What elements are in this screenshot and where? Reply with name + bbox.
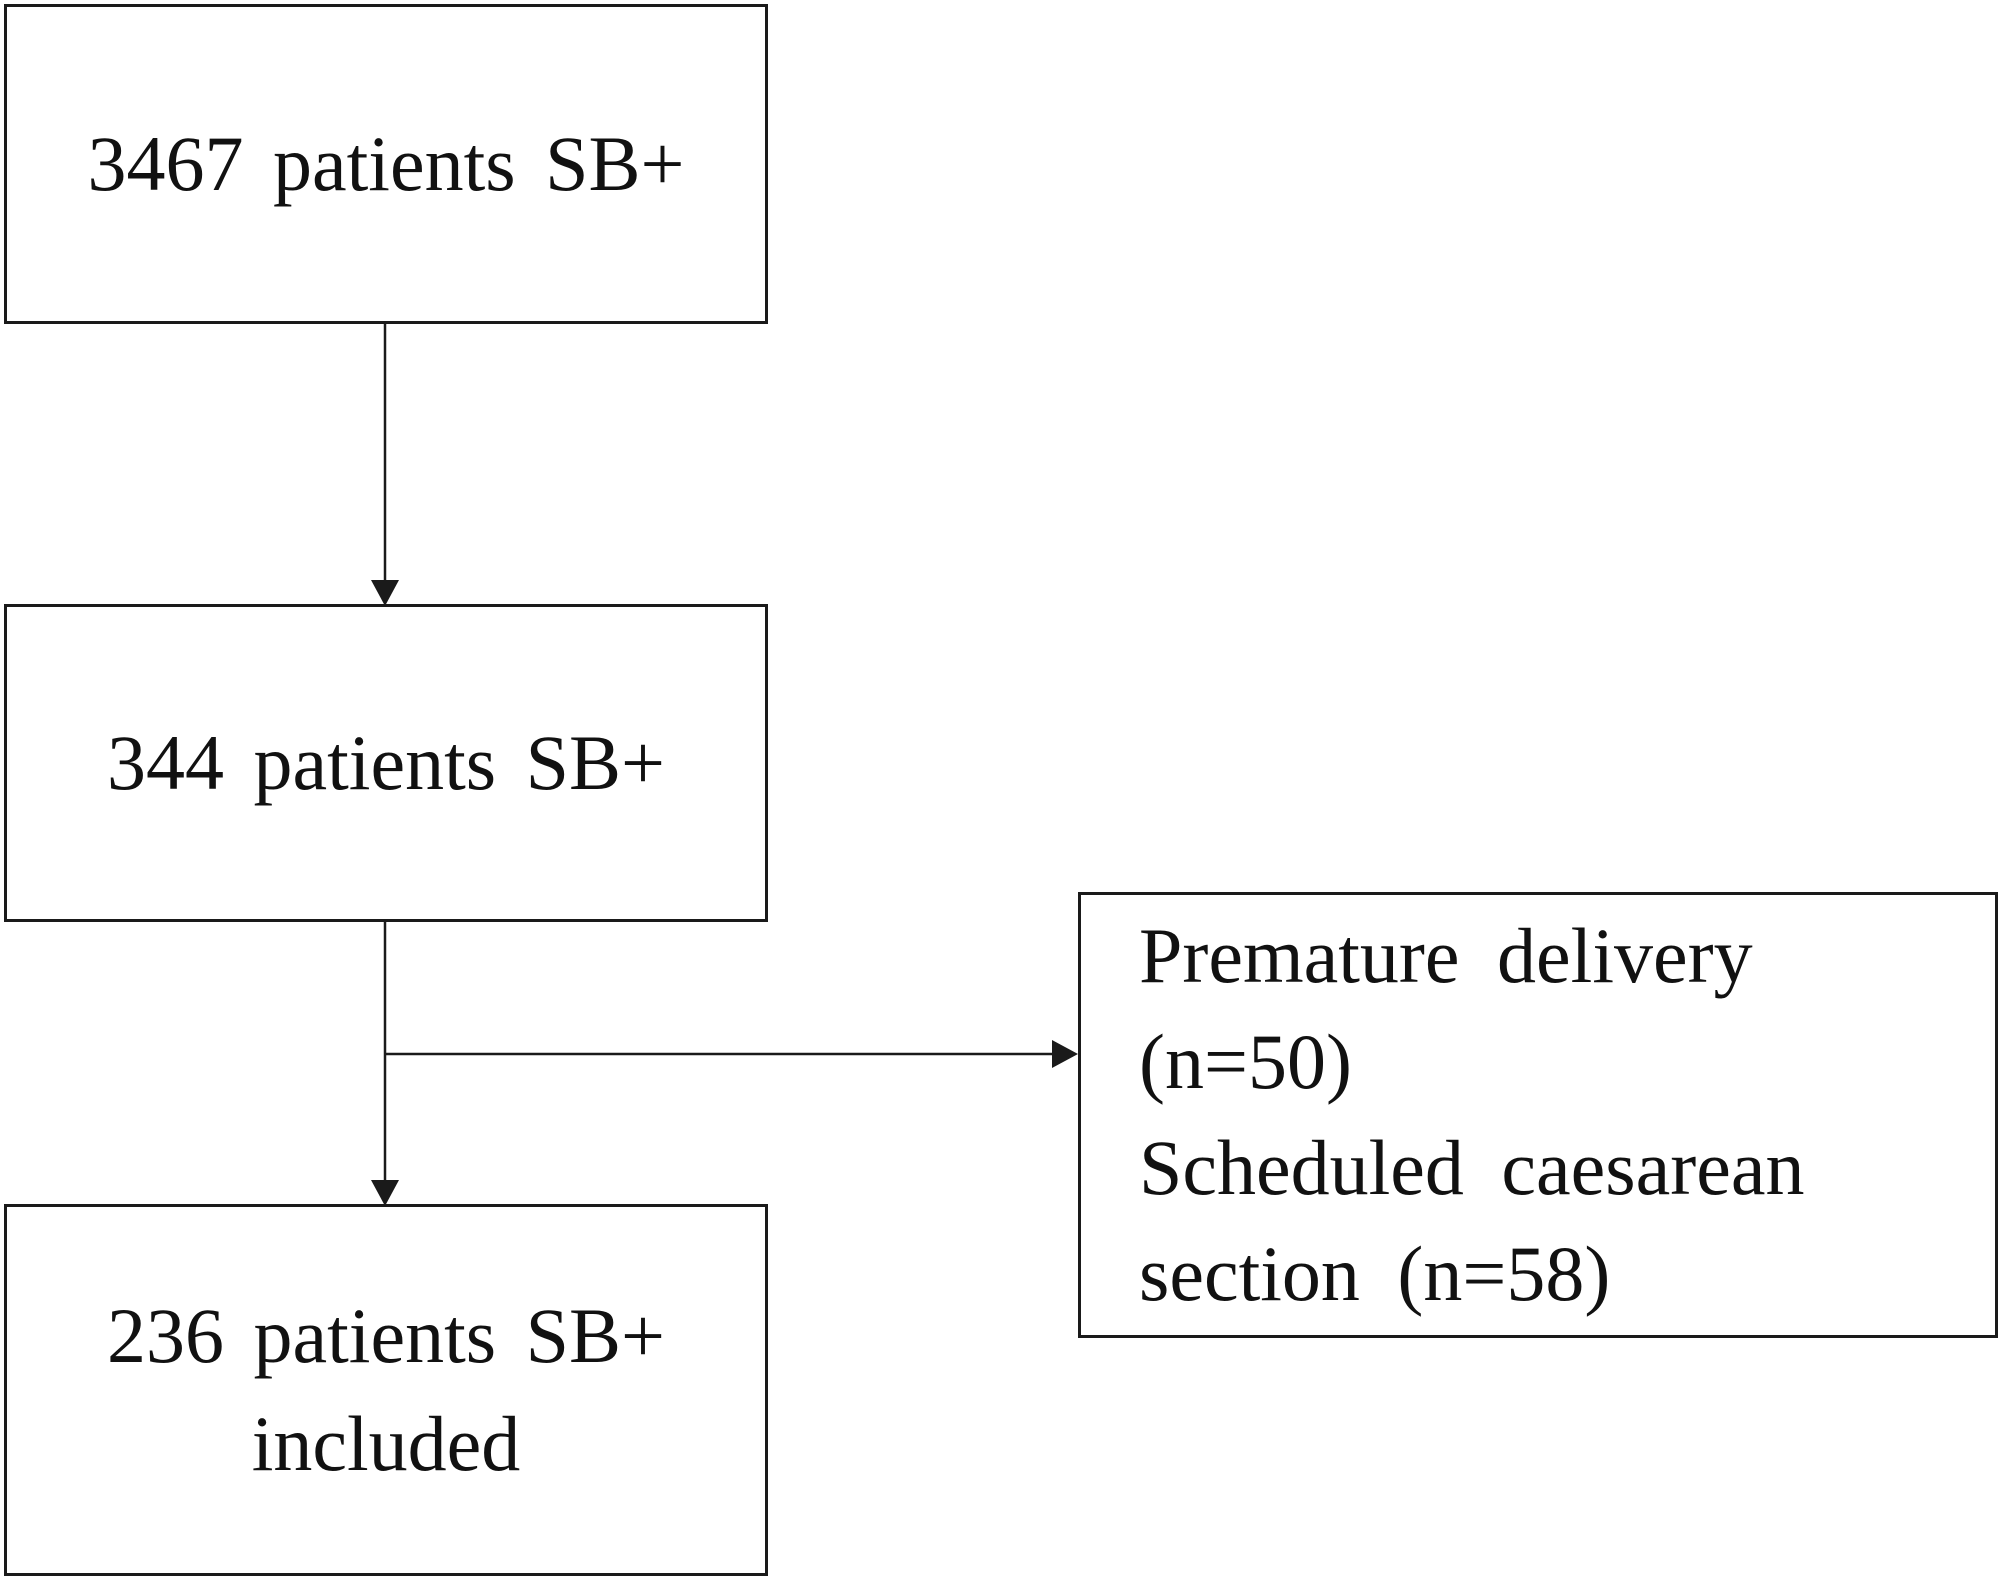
exclusion-text-line-4: section (n=58) xyxy=(1139,1230,1611,1317)
node-box-exclusion: Premature delivery (n=50) Scheduled caes… xyxy=(1078,892,1998,1338)
arrowhead-middle-to-bottom xyxy=(371,1180,399,1206)
node-bottom-text-line-1: 236 patients SB+ xyxy=(106,1292,665,1379)
exclusion-text-line-3: Scheduled caesarean xyxy=(1139,1124,1805,1211)
node-middle-text: 344 patients SB+ xyxy=(106,719,665,806)
node-box-top: 3467 patients SB+ xyxy=(4,4,768,324)
arrowhead-top-to-middle xyxy=(371,580,399,606)
exclusion-text-line-2: (n=50) xyxy=(1139,1018,1352,1105)
node-box-middle: 344 patients SB+ xyxy=(4,604,768,922)
arrowhead-middle-to-exclusion xyxy=(1052,1040,1078,1068)
node-bottom-text-line-2: included xyxy=(251,1400,521,1487)
node-box-bottom: 236 patients SB+ included xyxy=(4,1204,768,1576)
node-top-text: 3467 patients SB+ xyxy=(87,120,685,207)
exclusion-text-line-1: Premature delivery xyxy=(1139,912,1753,999)
